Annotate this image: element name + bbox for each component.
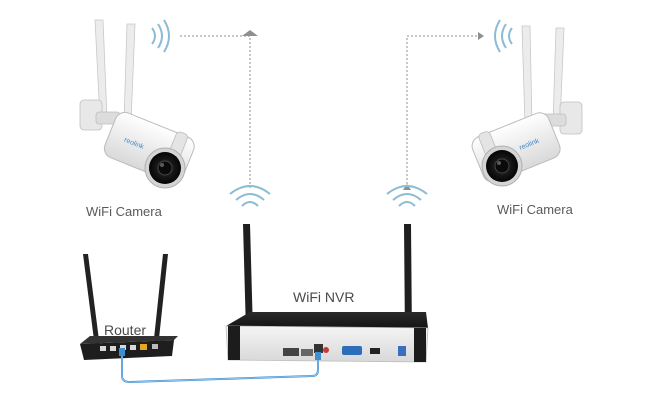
wifi-waves-icon bbox=[229, 185, 271, 207]
router-device bbox=[80, 254, 178, 360]
wifi-waves-icon bbox=[151, 19, 170, 53]
label-wifi-camera-left: WiFi Camera bbox=[86, 204, 162, 219]
antenna-icon bbox=[404, 224, 412, 340]
antenna-icon bbox=[83, 254, 100, 348]
antenna-icon bbox=[123, 23, 136, 123]
link-right bbox=[403, 32, 484, 190]
arrow-head-icon bbox=[478, 32, 484, 40]
label-wifi-nvr: WiFi NVR bbox=[293, 289, 355, 305]
label-router: Router bbox=[104, 322, 147, 338]
wifi-waves-icon bbox=[386, 185, 428, 207]
antenna-icon bbox=[243, 224, 253, 332]
wifi-nvr-device bbox=[225, 224, 429, 363]
wifi-camera-left: reolink bbox=[79, 19, 195, 189]
link-left bbox=[178, 30, 258, 188]
wifi-waves-icon bbox=[494, 19, 513, 53]
arrow-head-icon bbox=[242, 30, 258, 36]
label-wifi-camera-right: WiFi Camera bbox=[497, 202, 573, 217]
antenna-icon bbox=[521, 25, 533, 125]
wifi-camera-right: reolink bbox=[471, 25, 583, 187]
antenna-icon bbox=[153, 254, 168, 348]
